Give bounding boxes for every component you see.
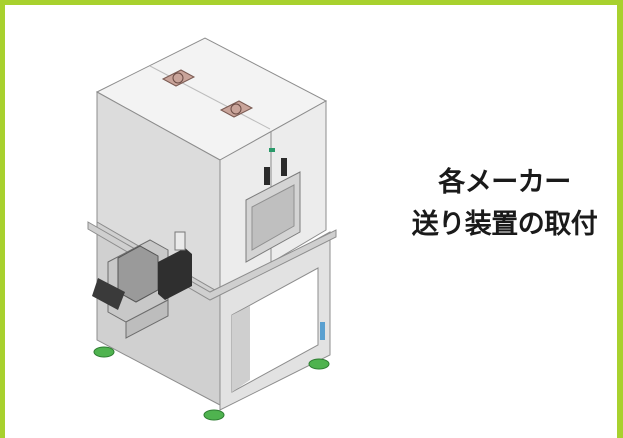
door-handle-icon [281,158,287,176]
caption-line-2: 送り装置の取付 [411,209,598,240]
label-plate-icon [320,322,325,340]
feeder-unit [92,231,192,339]
caption-line-1: 各メーカー [438,167,571,198]
foot-icon [203,409,225,421]
door-handle-icon [264,167,270,185]
status-lamp-icon [269,148,275,152]
fan-icon [161,69,196,87]
table-ledge [87,221,337,301]
foot-icon [308,358,330,370]
caption: 各メーカー 送り装置の取付 [392,162,617,246]
fan-icon [219,100,254,118]
foot-icon [93,346,115,358]
